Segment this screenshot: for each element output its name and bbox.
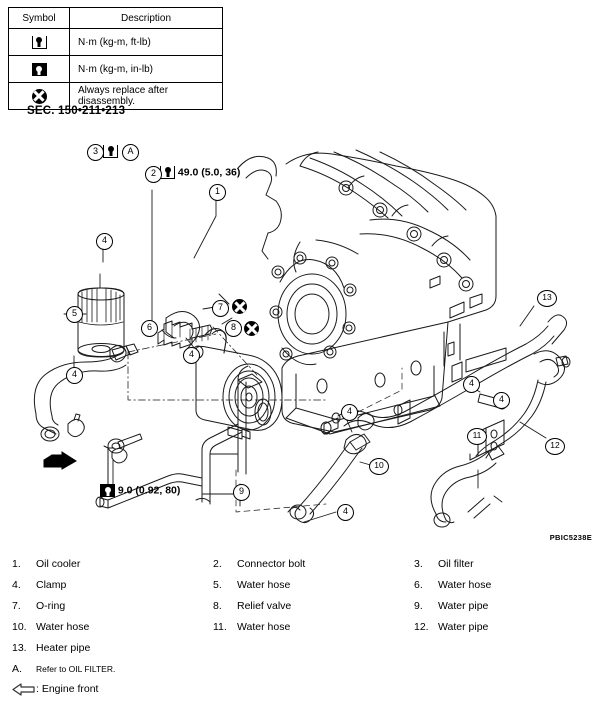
parts-row: 10. Water hose 11. Water hose 12. Water … [0,621,604,642]
table-header-row: Symbol Description [8,7,223,29]
list-item: 9. Water pipe [402,600,603,612]
callout-1[interactable]: 1 [209,184,226,201]
torque-spec-water-pipe-bolt: 9.0 (0.92, 80) [100,484,180,497]
callout-4[interactable]: 4 [183,347,200,364]
callout-11[interactable]: 11 [467,428,487,445]
parts-row: 13. Heater pipe [0,642,604,663]
part-name: Water pipe [438,621,489,633]
list-item: 5. Water hose [201,579,402,591]
torque-nm-inlb-icon [8,55,70,83]
callout-4[interactable]: 4 [463,376,480,393]
part-name: Oil filter [438,558,474,570]
list-item: 13. Heater pipe [0,642,201,654]
list-item: 12. Water pipe [402,621,603,633]
callout-10[interactable]: 10 [369,458,389,475]
part-number: 1. [12,558,21,570]
callout-5[interactable]: 5 [66,306,83,323]
part-name: Water hose [237,621,291,633]
engine-front-arrow-icon [0,683,36,696]
exploded-parts-diagram: 49.0 (5.0, 36) 9.0 (0.92, 80) 3 A 2 1 4 … [0,122,604,547]
part-name: Water hose [36,621,90,633]
part-number: 10. [12,621,27,633]
header-symbol: Symbol [8,7,70,29]
parts-list: 1. Oil cooler 2. Connector bolt 3. Oil f… [0,558,604,703]
callout-9[interactable]: 9 [233,484,250,501]
part-number: 8. [213,600,222,612]
part-number: 9. [414,600,423,612]
callout-4[interactable]: 4 [341,404,358,421]
callout-2[interactable]: 2 [145,166,162,183]
part-number: 3. [414,558,423,570]
engine-front-arrow-icon [42,448,78,470]
part-number: 4. [12,579,21,591]
callout-7[interactable]: 7 [212,300,229,317]
part-name: Water pipe [438,600,489,612]
list-item: 8. Relief valve [201,600,402,612]
symbol-description: N·m (kg-m, ft-lb) [69,28,223,56]
parts-row: 4. Clamp 5. Water hose 6. Water hose [0,579,604,600]
part-number: 6. [414,579,423,591]
torque-nm-inlb-icon [100,484,115,497]
torque-nm-ftlb-icon [8,28,70,56]
table-row: N·m (kg-m, in-lb) [8,55,223,83]
diagram-linework [33,149,571,528]
callout-4[interactable]: 4 [96,233,113,250]
callout-6[interactable]: 6 [141,320,158,337]
part-number: 13. [12,642,27,654]
part-name: Connector bolt [237,558,306,570]
list-item: 2. Connector bolt [201,558,402,570]
callout-13[interactable]: 13 [537,290,557,307]
part-name: Oil cooler [36,558,81,570]
part-number: 12. [414,621,429,633]
torque-nm-ftlb-icon [103,143,118,161]
part-number: 2. [213,558,222,570]
note-row-a: A. Refer to OIL FILTER. [0,663,604,683]
part-name: Relief valve [237,600,292,612]
list-item: 1. Oil cooler [0,558,201,570]
parts-row: 7. O-ring 8. Relief valve 9. Water pipe [0,600,604,621]
callout-12[interactable]: 12 [545,438,565,455]
note-key: A. [12,663,22,675]
list-item: 6. Water hose [402,579,603,591]
part-name: Water hose [237,579,291,591]
torque-spec-connector-bolt: 49.0 (5.0, 36) [160,166,240,179]
note-text: Refer to OIL FILTER. [36,664,116,674]
part-number: 5. [213,579,222,591]
callout-4[interactable]: 4 [337,504,354,521]
list-item: 3. Oil filter [402,558,603,570]
torque-nm-ftlb-icon [160,166,175,179]
part-name: Water hose [438,579,492,591]
section-heading: SEC. 150•211•213 [27,105,126,117]
callout-4[interactable]: 4 [493,392,510,409]
list-item: 4. Clamp [0,579,201,591]
part-name: Clamp [36,579,67,591]
part-name: Heater pipe [36,642,91,654]
note-text: : Engine front [36,683,99,695]
callout-8[interactable]: 8 [225,320,242,337]
list-item: 11. Water hose [201,621,402,633]
part-number: 7. [12,600,21,612]
list-item: 7. O-ring [0,600,201,612]
figure-code: PBIC5238E [549,533,592,542]
callout-4[interactable]: 4 [66,367,83,384]
always-replace-icon [8,82,70,110]
table-row: Always replace after disassembly. [8,82,223,110]
parts-row: 1. Oil cooler 2. Connector bolt 3. Oil f… [0,558,604,579]
callout-A[interactable]: A [122,144,139,161]
always-replace-icon [244,320,259,338]
symbol-description: Always replace after disassembly. [69,82,223,110]
note-row-engine-front: : Engine front [0,683,604,703]
symbol-description: N·m (kg-m, in-lb) [69,55,223,83]
always-replace-icon [232,298,247,316]
list-item: 10. Water hose [0,621,201,633]
part-name: O-ring [36,600,66,612]
table-row: N·m (kg-m, ft-lb) [8,28,223,56]
part-number: 11. [213,621,227,633]
callout-3[interactable]: 3 [87,144,104,161]
header-description: Description [69,7,223,29]
symbol-legend-table: Symbol Description N·m (kg-m, ft-lb) N·m… [8,7,223,110]
